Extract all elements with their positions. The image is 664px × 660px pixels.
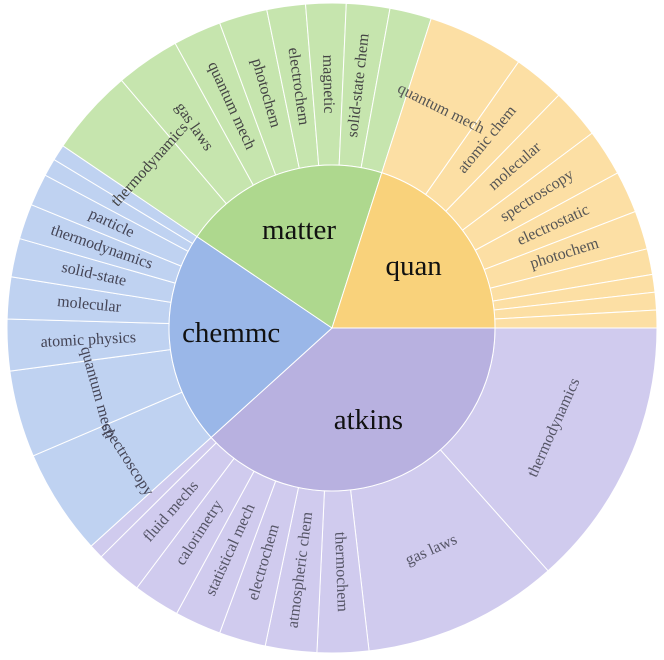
inner-labels: atkins chemmc matter quan [182,214,442,436]
outer-label-chemmc-molecular: molecular [56,293,122,316]
inner-label-quan: quan [385,250,442,282]
inner-segment-chemmc[interactable] [168,235,333,439]
inner-label-atkins: atkins [334,404,403,436]
inner-label-chemmc: chemmc [182,317,280,349]
inner-ring [168,164,496,492]
inner-segment-matter[interactable] [196,164,383,329]
inner-segment-atkins[interactable] [210,327,496,492]
outer-label-matter-magnetic: magnetic [319,55,337,114]
inner-label-matter: matter [262,214,336,246]
outer-ring [6,2,658,654]
outer-label-chemmc-atomic-physics: atomic physics [40,329,136,351]
inner-segment-quan[interactable] [331,172,496,329]
outer-label-atkins-thermochem: thermochem [331,532,351,613]
